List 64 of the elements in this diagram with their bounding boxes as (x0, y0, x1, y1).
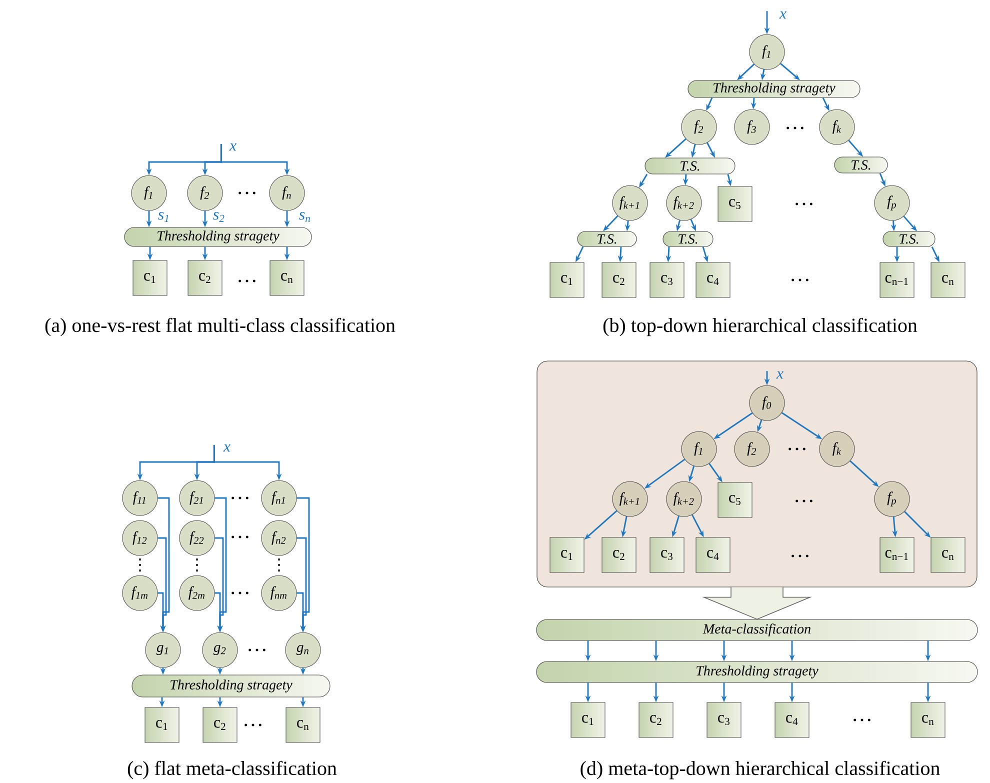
class-box: c$_{1}$ (550, 262, 584, 298)
ellipsis-mark: … (232, 592, 248, 594)
caption: (c) flat meta-classification (128, 760, 337, 780)
class-box: c$_{3}$ (706, 702, 742, 738)
class-box: c$_{n}$ (930, 262, 966, 298)
edge-label: s$_{1}$ (158, 212, 168, 222)
ellipsis-mark: … (792, 278, 808, 282)
ellipsis-mark: ⋮ (278, 558, 280, 572)
edge-label: s$_{2}$ (213, 212, 224, 222)
class-box: c$_{3}$ (650, 262, 684, 298)
ellipsis-mark: … (248, 648, 266, 652)
strategy-bar: Meta-classification (536, 619, 978, 641)
ellipsis-mark: … (238, 280, 256, 282)
class-box: c$_{5}$ (718, 186, 752, 222)
class-box: c$_{4}$ (696, 537, 730, 573)
input-label: x (223, 444, 230, 452)
strategy-bar: Thresholding stragety (124, 227, 312, 247)
input-label: x (229, 143, 236, 151)
class-box: c$_{n}$ (910, 702, 946, 738)
class-box: c$_{2}$ (602, 262, 636, 298)
ellipsis-mark: … (796, 500, 812, 502)
class-box: c$_{n−1}$ (880, 537, 914, 573)
class-box: c$_{3}$ (650, 537, 684, 573)
class-box: c$_{2}$ (188, 260, 222, 296)
class-box: c$_{1}$ (570, 702, 606, 738)
strategy-bar: Thresholding stragety (132, 674, 330, 698)
edge-label: s$_{n}$ (299, 212, 310, 222)
ellipsis-mark: … (786, 126, 804, 130)
class-box: c$_{n−1}$ (880, 262, 914, 298)
strategy-bar: T.S. (577, 231, 637, 247)
strategy-bar: T.S. (662, 231, 714, 247)
strategy-bar: T.S. (644, 158, 736, 174)
class-box: c$_{n}$ (270, 260, 304, 296)
input-label: x (776, 371, 784, 379)
input-label: x (779, 11, 786, 19)
ellipsis-mark: … (796, 202, 812, 206)
ellipsis-mark: … (238, 192, 256, 194)
class-box: c$_{n}$ (930, 537, 966, 573)
strategy-bar: Thresholding stragety (688, 80, 860, 98)
class-box: c$_{1}$ (144, 707, 180, 743)
ellipsis-mark: … (232, 496, 248, 500)
ellipsis-mark: … (232, 536, 248, 538)
class-box: c$_{5}$ (718, 482, 752, 518)
class-box: c$_{1}$ (550, 537, 584, 573)
ellipsis-mark: ⋮ (139, 558, 141, 572)
strategy-bar: Thresholding stragety (536, 661, 978, 683)
caption: (d) meta-top-down hierarchical classification (580, 760, 940, 780)
class-box: c$_{4}$ (696, 262, 730, 298)
class-box: c$_{2}$ (602, 537, 636, 573)
ellipsis-mark: ⋮ (196, 558, 198, 572)
caption: (b) top-down hierarchical classification (603, 318, 918, 336)
class-box: c$_{1}$ (132, 260, 168, 296)
ellipsis-mark: … (244, 724, 262, 726)
strategy-bar: T.S. (834, 156, 888, 174)
block-arrow (702, 586, 812, 620)
class-box: c$_{n}$ (286, 707, 320, 743)
class-box: c$_{2}$ (638, 702, 674, 738)
ellipsis-mark: … (854, 718, 870, 722)
ellipsis-mark: … (792, 554, 808, 558)
class-box: c$_{2}$ (202, 707, 238, 743)
caption: (a) one-vs-rest flat multi-class classification (45, 318, 396, 336)
strategy-bar: T.S. (882, 231, 936, 247)
ellipsis-mark: … (788, 448, 806, 450)
class-box: c$_{4}$ (774, 702, 810, 738)
